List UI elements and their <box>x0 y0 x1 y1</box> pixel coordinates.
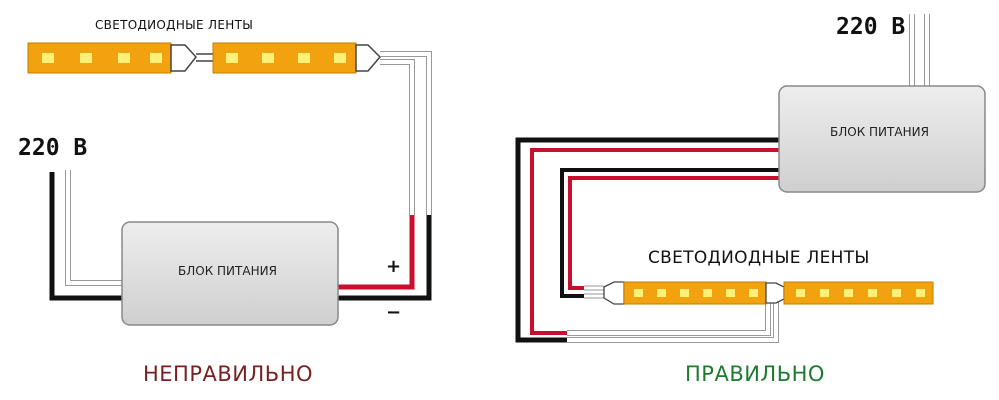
right-diagram <box>515 14 986 343</box>
left-strip-label: СВЕТОДИОДНЫЕ ЛЕНТЫ <box>95 18 254 32</box>
left-mains-wires <box>49 170 122 301</box>
left-verdict: НЕПРАВИЛЬНО <box>143 362 314 386</box>
left-power-supply <box>121 221 339 326</box>
left-end-connector <box>355 44 382 72</box>
right-middle-connector <box>765 282 785 304</box>
left-plus-sign: + <box>386 256 402 277</box>
left-led-strip-1 <box>27 42 172 74</box>
right-verdict: ПРАВИЛЬНО <box>685 362 825 386</box>
left-strip-wires <box>380 51 432 215</box>
right-power-supply <box>778 85 986 193</box>
left-psu-label: БЛОК ПИТАНИЯ <box>178 264 277 278</box>
right-psu-output-wires <box>515 137 779 343</box>
right-voltage-label: 220 В <box>836 14 906 40</box>
left-minus-sign: − <box>386 302 402 323</box>
left-voltage-label: 220 В <box>18 135 88 161</box>
left-diagram <box>27 42 432 326</box>
right-led-strip-1 <box>623 281 767 305</box>
left-strip-connector <box>170 44 213 72</box>
right-strip-label: СВЕТОДИОДНЫЕ ЛЕНТЫ <box>648 248 870 268</box>
left-led-strip-2 <box>212 42 357 74</box>
left-psu-output-wires <box>338 215 432 301</box>
right-input-connector <box>603 281 625 305</box>
right-psu-label: БЛОК ПИТАНИЯ <box>830 125 929 139</box>
right-mains-wires <box>909 14 930 86</box>
right-feed-wires <box>567 285 779 343</box>
right-led-strip-2 <box>783 281 934 305</box>
